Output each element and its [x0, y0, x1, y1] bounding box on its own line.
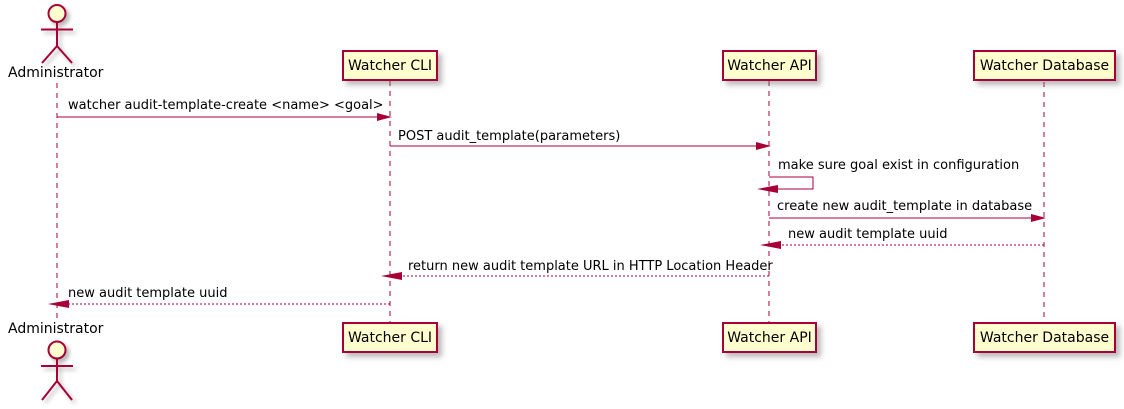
participant-box-watcher-cli-top: Watcher CLI	[342, 50, 438, 81]
message-label-3: make sure goal exist in configuration	[778, 158, 1020, 173]
message-arrow-6	[381, 272, 769, 280]
message-arrow-5	[760, 241, 1044, 249]
message-label-2: POST audit_template(parameters)	[398, 129, 621, 144]
message-arrow-4	[769, 214, 1046, 222]
message-arrow-1	[57, 113, 392, 121]
actor-figure-top	[41, 4, 73, 64]
participant-box-watcher-database-top: Watcher Database	[973, 50, 1116, 81]
actor-label-administrator-top: Administrator	[8, 65, 104, 81]
message-label-7: new audit template uuid	[68, 286, 228, 301]
participant-box-watcher-cli-bottom: Watcher CLI	[342, 322, 438, 353]
message-label-1: watcher audit-template-create <name> <go…	[68, 98, 384, 113]
participant-box-watcher-database-bottom: Watcher Database	[973, 322, 1116, 353]
participant-box-watcher-api-bottom: Watcher API	[722, 322, 817, 353]
actor-figure-bottom	[41, 340, 73, 401]
message-label-5: new audit template uuid	[788, 227, 948, 242]
message-arrow-2	[390, 142, 771, 150]
message-label-6: return new audit template URL in HTTP Lo…	[408, 259, 773, 274]
participant-box-watcher-api-top: Watcher API	[722, 50, 817, 81]
message-arrow-7	[48, 300, 390, 308]
message-arrow-3-self	[757, 176, 814, 193]
actor-label-administrator-bottom: Administrator	[8, 321, 104, 337]
message-label-4: create new audit_template in database	[777, 199, 1033, 214]
